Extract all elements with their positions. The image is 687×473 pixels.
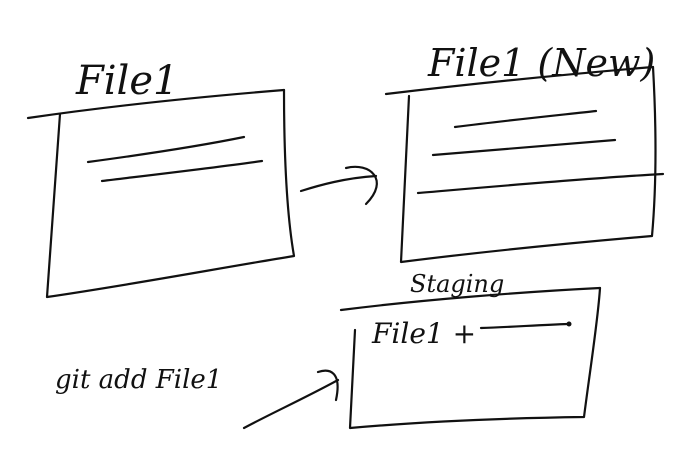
arrow-modify-head: [344, 165, 378, 206]
file-new-line-1: [453, 109, 598, 129]
file-new-top-edge: [384, 65, 655, 96]
file-new-title: File1 (New): [427, 41, 655, 85]
file-new: File1 (New): [384, 41, 665, 264]
file-new-line-2: [431, 138, 617, 157]
arrow-modify-shaft: [299, 174, 378, 193]
arrow-modify: [299, 165, 378, 206]
staging-top-edge: [339, 286, 602, 312]
file-left: File1: [26, 58, 296, 299]
staging-title: Staging: [410, 270, 504, 298]
file-left-line-2: [100, 159, 264, 183]
arrow-stage-shaft: [242, 378, 340, 430]
staging-entry-line: [479, 322, 570, 330]
staging-area: Staging File1 +: [339, 270, 602, 430]
staging-box: [348, 286, 602, 430]
git-add-command: git add File1: [55, 365, 222, 395]
arrow-stage: [242, 369, 340, 430]
arrow-stage-head: [316, 369, 339, 402]
file-new-box: [399, 65, 657, 264]
staging-entry: File1 +: [371, 317, 476, 350]
file-new-line-3: [416, 172, 665, 195]
file-left-box: [45, 88, 296, 299]
file-left-line-1: [86, 135, 246, 164]
staging-entry-dot: [566, 321, 572, 327]
file-left-title: File1: [75, 58, 178, 104]
command-text: git add File1: [55, 365, 222, 395]
